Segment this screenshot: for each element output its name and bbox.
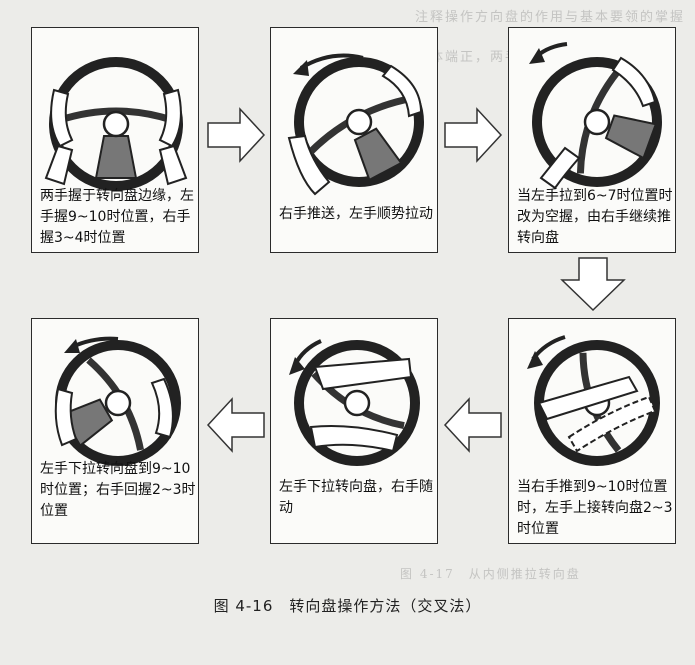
- step-panel-6: 左手下拉转向盘到9~10时位置；右手回握2~3时位置: [31, 318, 199, 544]
- steering-wheel-illustration: [44, 57, 188, 191]
- arrow-down-icon: [560, 257, 626, 312]
- bleed-through-text: 图 4-17 从内侧推拉转向盘: [400, 567, 581, 581]
- step-caption: 右手推送，左手顺势拉动: [279, 206, 433, 222]
- arrow-left-icon: [206, 397, 265, 453]
- step-caption: 两手握于转向盘边缘，左手握9~10时位置，右手握3~4时位置: [40, 188, 194, 246]
- step-caption: 左手下拉转向盘，右手随动: [279, 479, 433, 516]
- steering-wheel-illustration: [529, 42, 662, 190]
- steering-wheel-illustration: [54, 336, 181, 466]
- steering-wheel-illustration: [527, 335, 660, 466]
- step-caption: 左手下拉转向盘到9~10时位置；右手回握2~3时位置: [40, 461, 196, 519]
- arrow-right-icon: [444, 107, 503, 163]
- step-panel-1: 两手握于转向盘边缘，左手握9~10时位置，右手握3~4时位置: [31, 27, 199, 253]
- step-panel-5: 左手下拉转向盘，右手随动: [270, 318, 438, 544]
- arrow-left-icon: [443, 397, 502, 453]
- step-panel-4: 当右手推到9~10时位置时，左手上接转向盘2~3时位置: [508, 318, 676, 544]
- step-panel-2: 右手推送，左手顺势拉动: [270, 27, 438, 253]
- step-caption: 当左手拉到6~7时位置时改为空握，由右手继续推转向盘: [517, 188, 673, 246]
- steering-wheel-illustration: [287, 53, 424, 196]
- bleed-through-text: 注释操作方向盘的作用与基本要领的掌握: [415, 10, 686, 25]
- figure-caption: 图 4-16 转向盘操作方法（交叉法）: [213, 597, 482, 615]
- step-panel-3: 当左手拉到6~7时位置时改为空握，由右手继续推转向盘: [508, 27, 676, 253]
- arrow-right-icon: [207, 107, 266, 163]
- step-caption: 当右手推到9~10时位置时，左手上接转向盘2~3时位置: [517, 479, 673, 537]
- steering-wheel-illustration: [289, 339, 420, 466]
